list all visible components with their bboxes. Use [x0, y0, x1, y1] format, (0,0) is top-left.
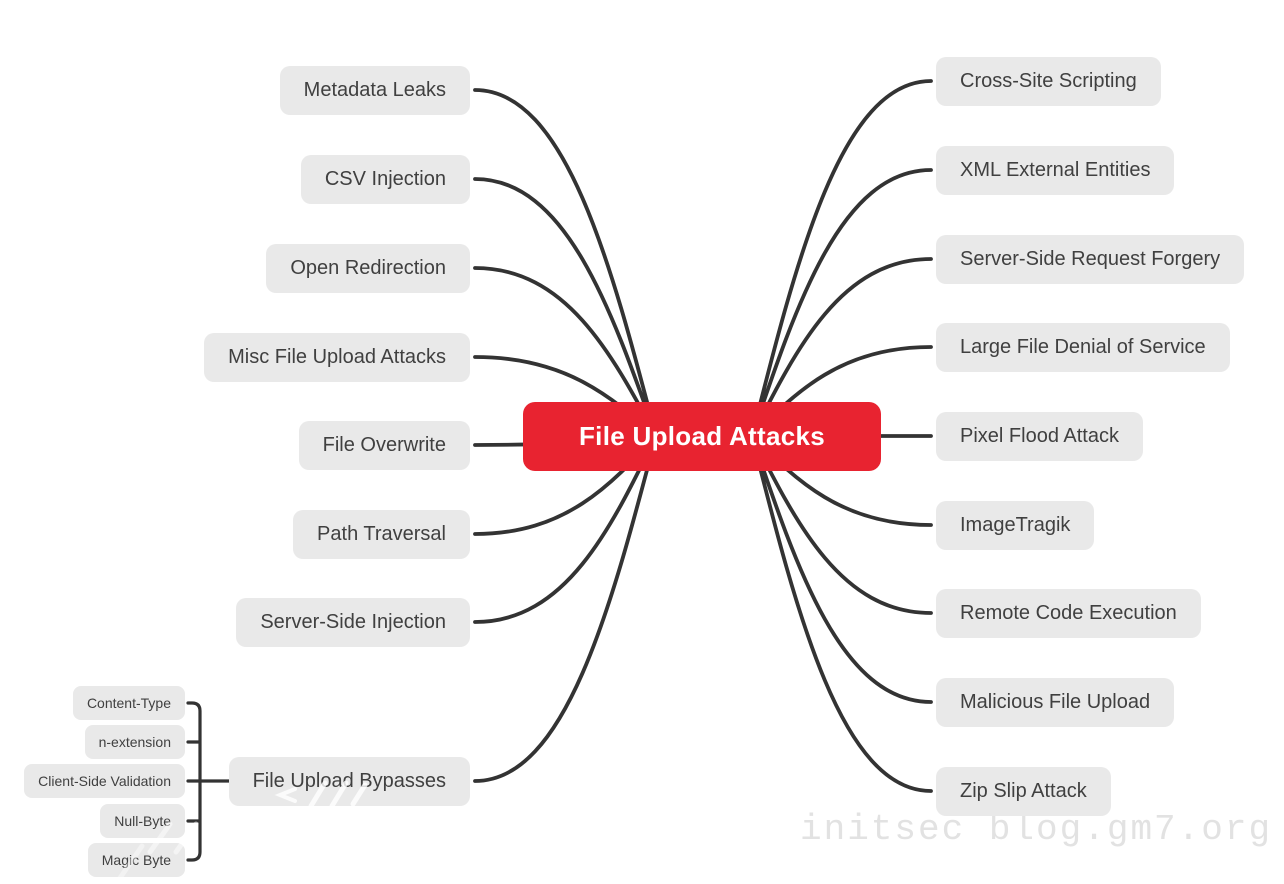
node-csv-injection: CSV Injection — [300, 155, 470, 204]
node-file-upload-bypasses: File Upload Bypasses — [228, 757, 470, 806]
node-cross-site-scripting: Cross-Site Scripting — [936, 57, 1161, 106]
node-file-overwrite: File Overwrite — [298, 421, 470, 470]
node-malicious-file-upload: Malicious File Upload — [936, 678, 1175, 727]
node-remote-code-execution: Remote Code Execution — [936, 589, 1201, 638]
node-null-byte: Null-Byte — [100, 804, 185, 838]
watermark-text: initsec blog.gm7.org — [800, 809, 1273, 850]
node-server-side-request-forgery: Server-Side Request Forgery — [936, 235, 1245, 284]
child-elbow-connectors — [186, 701, 233, 862]
center-topic-node: File Upload Attacks — [523, 402, 881, 471]
node-server-side-injection: Server-Side Injection — [236, 598, 470, 647]
node-misc-file-upload-attacks: Misc File Upload Attacks — [204, 333, 470, 382]
node-client-side-validation: Client-Side Validation — [24, 764, 185, 798]
branch-curve-connectors — [473, 79, 933, 793]
node-path-traversal: Path Traversal — [293, 510, 470, 559]
node-xml-external-entities: XML External Entities — [936, 146, 1175, 195]
node-n-extension: n-extension — [84, 725, 185, 759]
node-content-type: Content-Type — [72, 686, 185, 720]
node-magic-byte: Magic Byte — [87, 843, 185, 877]
node-metadata-leaks: Metadata Leaks — [279, 66, 470, 115]
node-imagetragik: ImageTragik — [936, 501, 1095, 550]
node-zip-slip-attack: Zip Slip Attack — [936, 767, 1111, 816]
node-large-file-denial-of-service: Large File Denial of Service — [936, 323, 1230, 372]
node-pixel-flood-attack: Pixel Flood Attack — [936, 412, 1143, 461]
node-open-redirection: Open Redirection — [266, 244, 470, 293]
